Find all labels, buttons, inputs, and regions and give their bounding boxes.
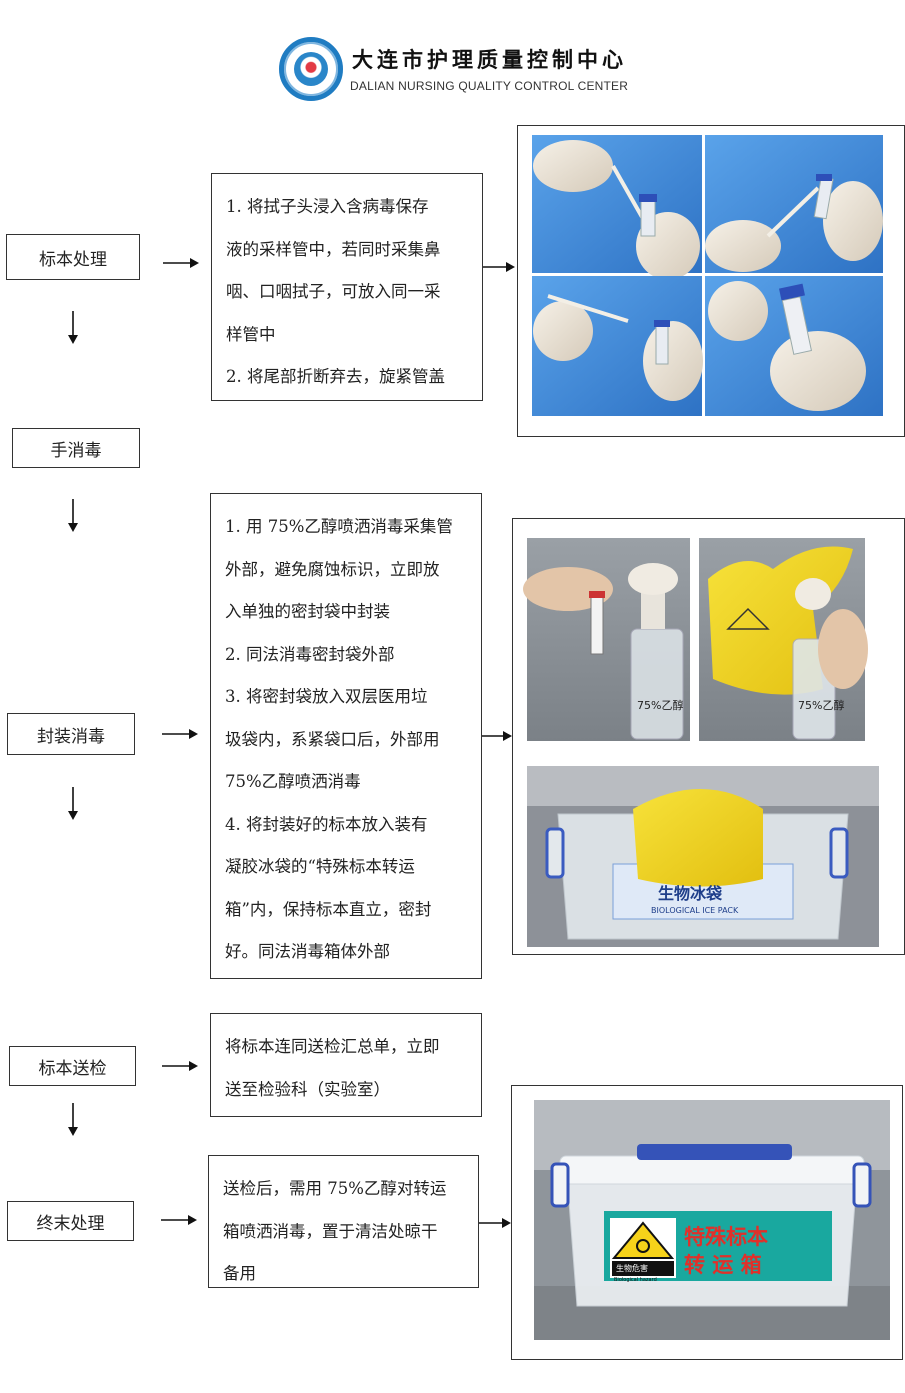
photo-frame-swab [517, 125, 905, 437]
arrow-down-icon [67, 311, 79, 344]
arrow-right-icon [482, 730, 512, 742]
description-line: 好。同法消毒箱体外部 [225, 942, 390, 961]
photo-frame-packaging: 75%乙醇 75%乙醇 生物冰袋 BIOLOGICAL ICE PACK [512, 518, 905, 955]
description-box-packaging-disinfection: 1. 用 75%乙醇喷洒消毒采集管 外部，避免腐蚀标识，立即放 入单独的密封袋中… [210, 493, 482, 979]
step-final-treatment: 终末处理 [7, 1201, 134, 1241]
logo-icon [279, 37, 343, 101]
arrow-right-icon [161, 1214, 197, 1226]
arrow-right-icon [483, 261, 515, 273]
step-label: 标本送检 [38, 1058, 107, 1079]
description-line: 外部，避免腐蚀标识，立即放 [225, 559, 440, 579]
arrow-down-icon [67, 499, 79, 532]
description-line: 入单独的密封袋中封装 [225, 602, 390, 621]
photo-swab-step-4 [705, 276, 883, 416]
step-hand-disinfection: 手消毒 [12, 428, 140, 468]
description-line: 75%乙醇喷洒消毒 [225, 772, 361, 791]
step-label: 封装消毒 [37, 726, 105, 747]
photo-transport-box-ice-pack: 生物冰袋 BIOLOGICAL ICE PACK [527, 766, 879, 947]
description-line: 凝胶冰袋的“特殊标本转运 [225, 857, 415, 876]
description-line: 液的采样管中，若同时采集鼻 [226, 239, 441, 259]
box-sign-line2: 转 运 箱 [684, 1253, 762, 1277]
description-line: 送至检验科（实验室） [225, 1079, 390, 1099]
description-line: 样管中 [226, 324, 276, 344]
packaging-photos: 75%乙醇 75%乙醇 生物冰袋 BIOLOGICAL ICE PACK [523, 538, 879, 947]
photo-frame-transport-box: 生物危害 Biological hazard 特殊标本 转 运 箱 [511, 1085, 903, 1360]
description-line: 2. 将尾部折断弃去，旋紧管盖 [226, 367, 445, 386]
bottle-label: 75%乙醇 [798, 698, 844, 712]
hazard-label-en: Biological hazard [614, 1277, 657, 1283]
step-packaging-disinfection: 封装消毒 [7, 713, 135, 755]
description-line: 3. 将密封袋放入双层医用垃 [225, 687, 428, 706]
ice-pack-label-cn: 生物冰袋 [658, 884, 723, 903]
step-label: 手消毒 [50, 440, 102, 461]
photo-spray-tube: 75%乙醇 [523, 538, 690, 741]
description-box-specimen-processing: 1. 将拭子头浸入含病毒保存 液的采样管中，若同时采集鼻 咽、口咽拭子，可放入同… [211, 173, 483, 401]
description-line: 咽、口咽拭子，可放入同一采 [226, 282, 441, 301]
description-line: 2. 同法消毒密封袋外部 [225, 644, 395, 664]
swab-photo-grid [532, 135, 883, 416]
org-name-cn: 大连市护理质量控制中心 [352, 47, 627, 72]
box-sign-line1: 特殊标本 [684, 1225, 768, 1249]
arrow-right-icon [479, 1217, 511, 1229]
arrow-down-icon [67, 1103, 79, 1136]
arrow-down-icon [67, 787, 79, 820]
hazard-label-cn: 生物危害 [616, 1263, 648, 1273]
description-line: 圾袋内，系紧袋口后，外部用 [225, 729, 440, 749]
transport-box-photo: 生物危害 Biological hazard 特殊标本 转 运 箱 [534, 1100, 890, 1340]
description-line: 箱”内，保持标本直立，密封 [225, 899, 432, 919]
org-name-en: DALIAN NURSING QUALITY CONTROL CENTER [350, 79, 629, 93]
photo-swab-step-2 [705, 135, 883, 273]
description-line: 箱喷洒消毒，置于清洁处晾干 [223, 1221, 438, 1241]
description-line: 4. 将封装好的标本放入装有 [225, 814, 428, 834]
step-label: 标本处理 [39, 249, 107, 270]
photo-swab-step-1 [532, 135, 702, 280]
ice-pack-label-en: BIOLOGICAL ICE PACK [651, 906, 739, 915]
step-label: 终末处理 [36, 1213, 105, 1234]
description-box-specimen-delivery: 将标本连同送检汇总单，立即 送至检验科（实验室） [210, 1013, 482, 1117]
step-specimen-processing: 标本处理 [6, 234, 140, 280]
bottle-label: 75%乙醇 [637, 698, 683, 712]
photo-swab-step-3 [532, 276, 703, 416]
description-box-final-treatment: 送检后，需用 75%乙醇对转运 箱喷洒消毒，置于清洁处晾干 备用 [208, 1155, 479, 1288]
description-line: 将标本连同送检汇总单，立即 [225, 1037, 440, 1056]
arrow-right-icon [162, 728, 198, 740]
description-line: 备用 [223, 1264, 256, 1283]
step-specimen-delivery: 标本送检 [9, 1046, 136, 1086]
photo-yellow-bag: 75%乙醇 [699, 538, 868, 741]
description-line: 1. 将拭子头浸入含病毒保存 [226, 197, 429, 216]
arrow-right-icon [163, 257, 199, 269]
description-line: 1. 用 75%乙醇喷洒消毒采集管 [225, 517, 453, 536]
description-line: 送检后，需用 75%乙醇对转运 [223, 1179, 447, 1198]
arrow-right-icon [162, 1060, 198, 1072]
